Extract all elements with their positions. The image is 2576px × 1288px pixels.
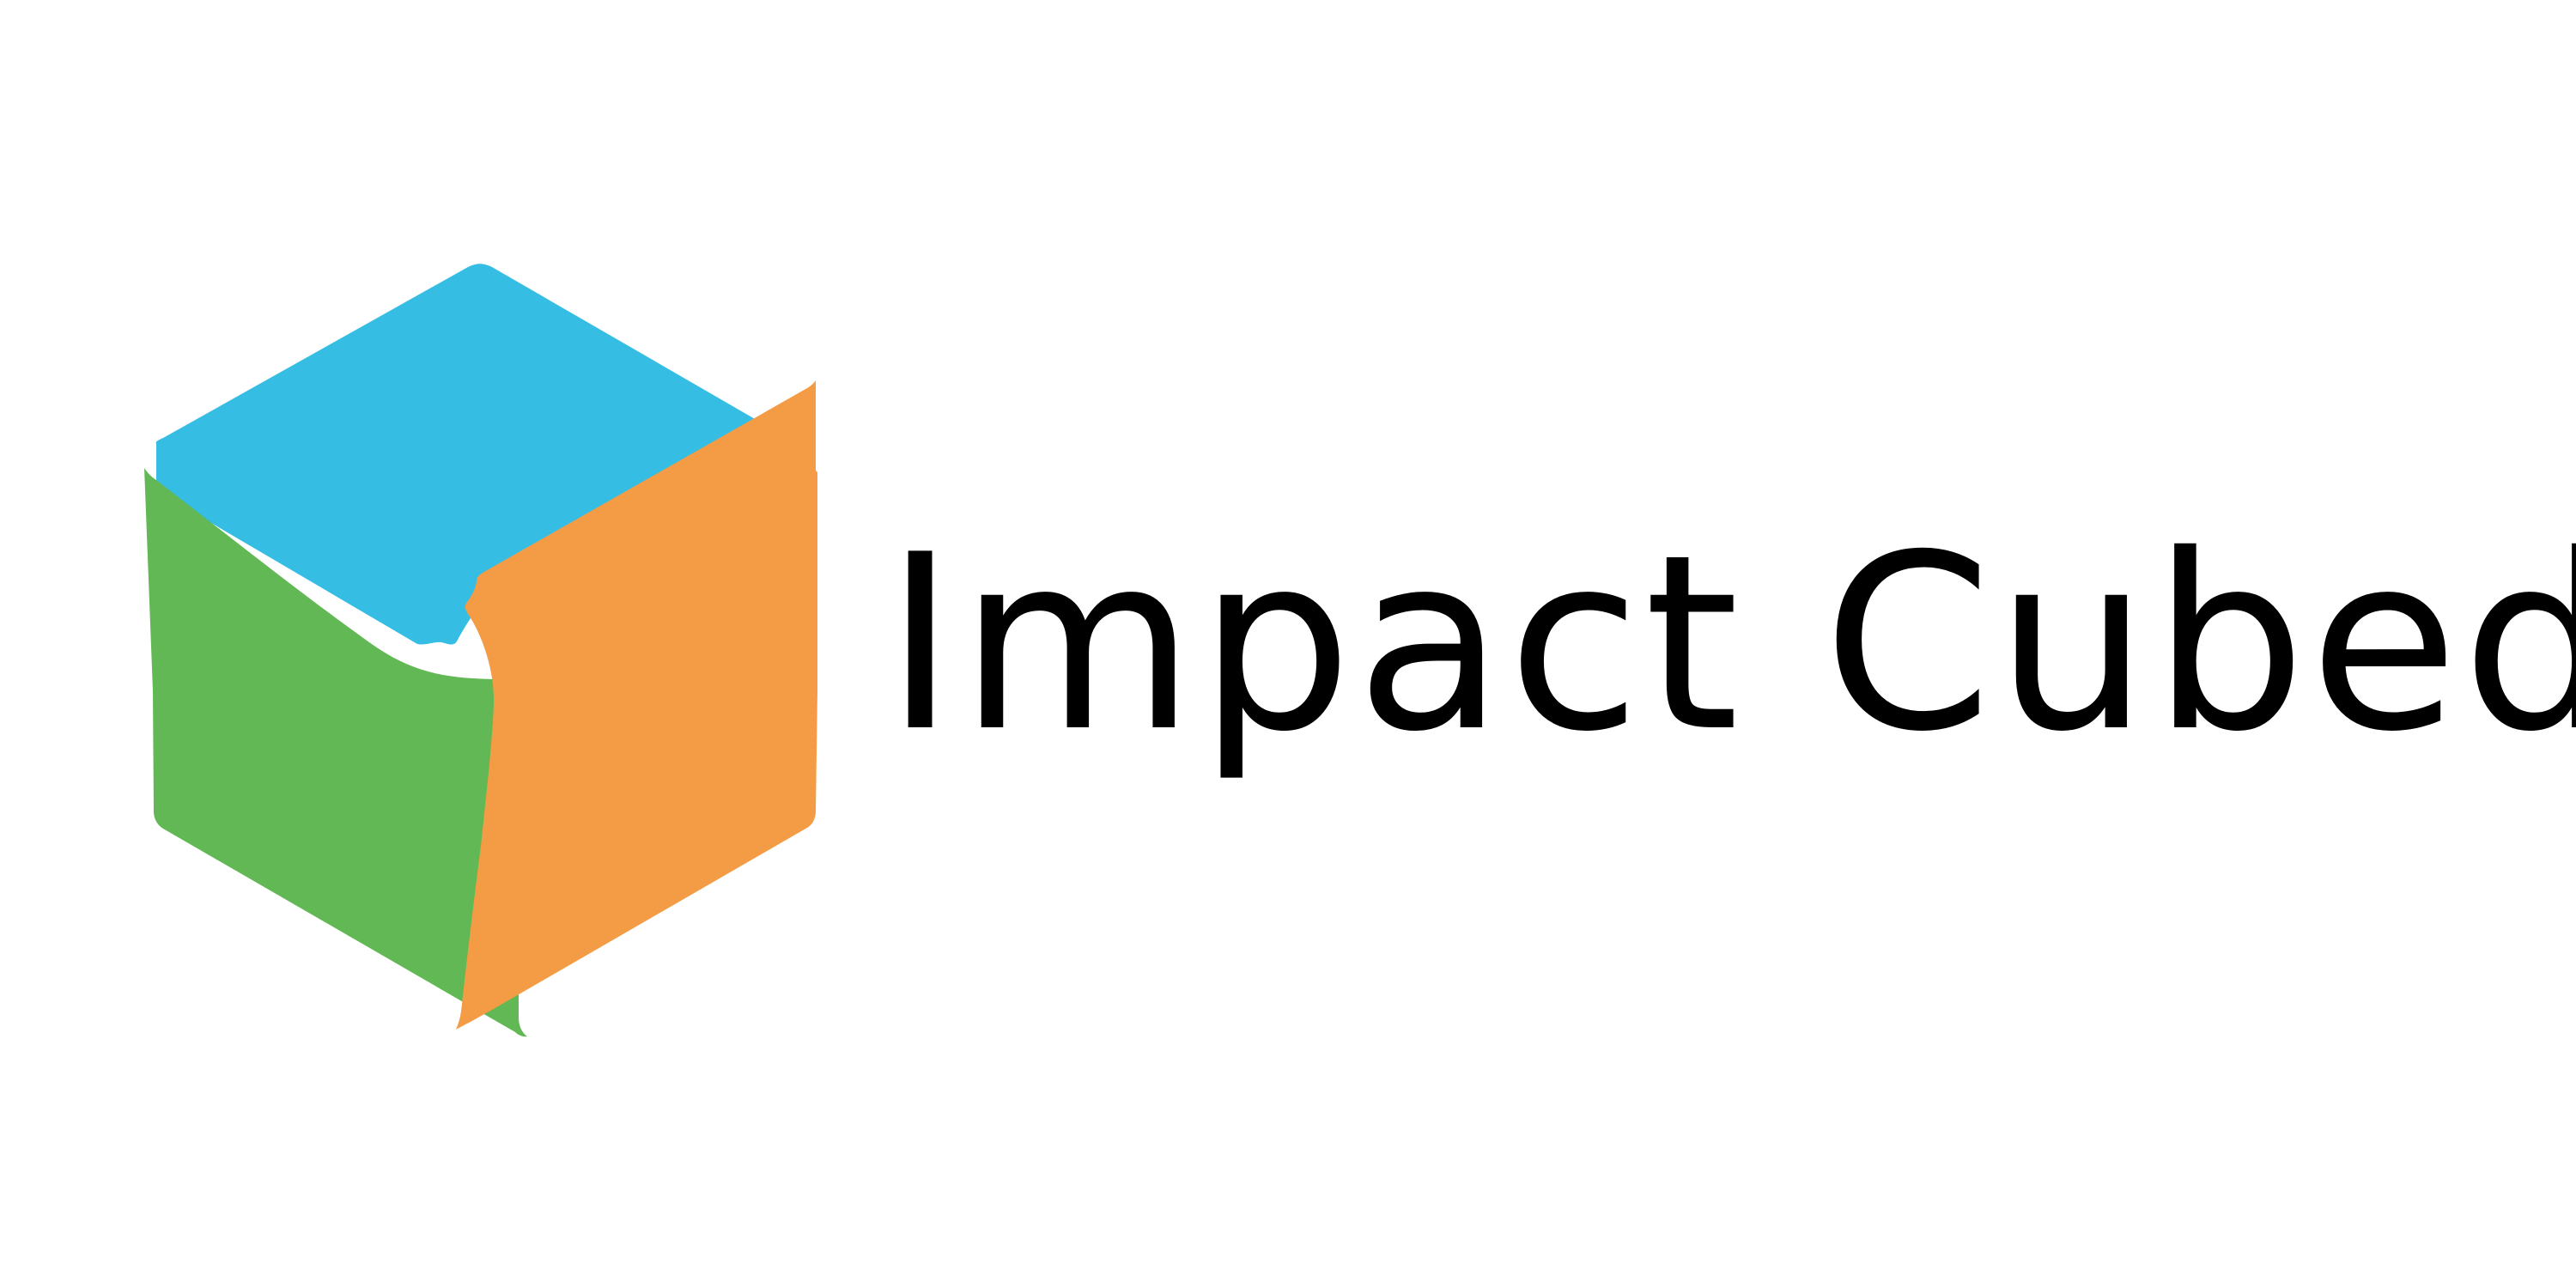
cube-left-face xyxy=(144,468,527,1037)
cube-right-face xyxy=(456,380,817,1030)
cube-icon xyxy=(144,264,817,1037)
cube-top-face xyxy=(155,264,797,645)
brand-wordmark: Impact Cubed xyxy=(884,502,2576,785)
